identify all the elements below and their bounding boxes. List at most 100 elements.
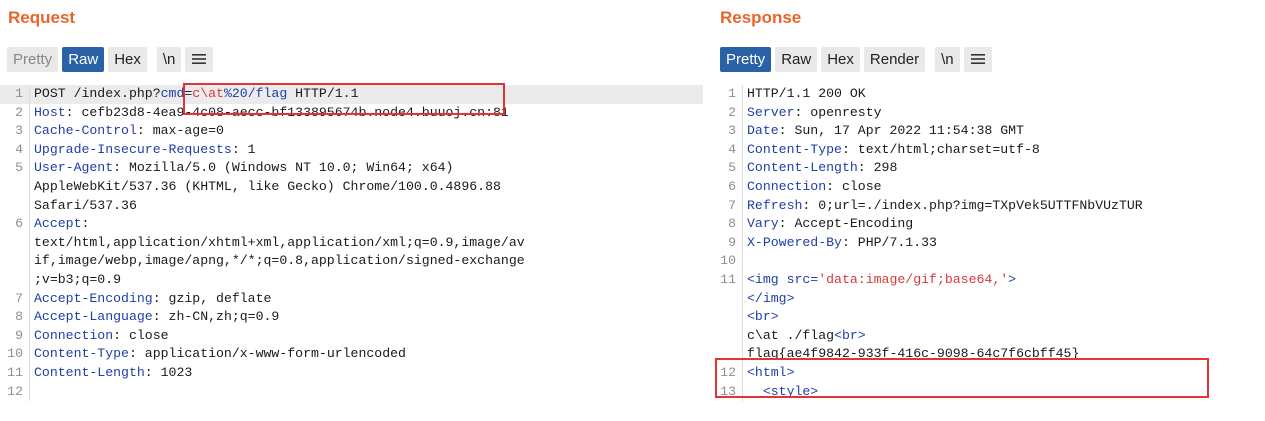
- code-text: Connection: close: [743, 178, 882, 197]
- code-token: : Accept-Encoding: [778, 216, 914, 232]
- response-tab-pretty[interactable]: Pretty: [720, 47, 772, 72]
- code-text: Accept:: [30, 215, 89, 234]
- code-text: </img>: [743, 290, 794, 309]
- code-token: <img src=: [747, 271, 819, 287]
- code-line: if,image/webp,image/apng,*/*;q=0.8,appli…: [0, 252, 703, 271]
- code-token: : max-age=0: [136, 123, 224, 139]
- code-token: Vary: [747, 216, 779, 232]
- line-number: [713, 345, 743, 364]
- request-tab-raw[interactable]: Raw: [62, 47, 105, 72]
- line-number: 8: [0, 308, 30, 327]
- code-line: AppleWebKit/537.36 (KHTML, like Gecko) C…: [0, 177, 703, 197]
- code-token: POST /index.php?: [34, 86, 161, 101]
- code-token: Cache-Control: [34, 123, 137, 139]
- code-token: >: [1008, 271, 1017, 287]
- code-line: c\at ./flag<br>: [713, 326, 1265, 346]
- code-token: <br>: [834, 327, 866, 343]
- line-number: 11: [713, 270, 743, 290]
- line-number: [0, 252, 30, 271]
- line-number: 7: [713, 196, 743, 216]
- code-text: flag{ae4f9842-933f-416c-9098-64c7f6cbff4…: [743, 345, 1079, 364]
- response-menu-button[interactable]: [963, 47, 992, 72]
- code-text: Date: Sun, 17 Apr 2022 11:54:38 GMT: [743, 122, 1024, 141]
- code-token: ;v=b3;q=0.9: [34, 271, 122, 287]
- code-token: : gzip, deflate: [152, 290, 272, 306]
- code-token: <style>: [747, 383, 819, 399]
- code-token: :: [81, 216, 90, 232]
- line-number: [0, 270, 30, 290]
- code-text: Accept-Encoding: gzip, deflate: [30, 290, 271, 309]
- response-tab-render[interactable]: Render: [863, 47, 926, 72]
- line-number: 1: [0, 85, 30, 104]
- line-number: 10: [713, 252, 743, 271]
- response-tab-raw[interactable]: Raw: [775, 47, 818, 72]
- code-line: text/html,application/xhtml+xml,applicat…: [0, 233, 703, 253]
- line-number: 2: [713, 103, 743, 123]
- code-token: Host: [34, 104, 66, 120]
- code-token: Safari/537.36: [34, 197, 137, 213]
- code-text: Content-Length: 1023: [30, 364, 192, 383]
- code-text: Safari/537.36: [30, 197, 137, 216]
- code-token: Server: [747, 104, 795, 120]
- line-number: 9: [713, 233, 743, 253]
- code-text: if,image/webp,image/apng,*/*;q=0.8,appli…: [30, 252, 525, 271]
- code-text: Connection: close: [30, 327, 169, 346]
- code-token: </img>: [747, 290, 795, 306]
- code-text: [743, 252, 747, 271]
- code-text: <img src='data:image/gif;base64,'>: [743, 271, 1016, 290]
- request-tab-hex[interactable]: Hex: [108, 47, 147, 72]
- code-token: Content-Length: [747, 160, 858, 176]
- code-text: Vary: Accept-Encoding: [743, 215, 913, 234]
- line-number: 1: [713, 85, 743, 104]
- code-token: Content-Type: [34, 346, 129, 362]
- hamburger-menu-icon: [192, 54, 207, 64]
- request-tab-newline[interactable]: \n: [156, 47, 182, 72]
- request-menu-button[interactable]: [185, 47, 214, 72]
- code-text: HTTP/1.1 200 OK: [743, 85, 866, 104]
- code-token: Refresh: [747, 197, 803, 213]
- code-text: Upgrade-Insecure-Requests: 1: [30, 141, 256, 160]
- code-token: AppleWebKit/537.36 (KHTML, like Gecko) C…: [34, 178, 501, 194]
- code-token: 'data:image/gif;base64,': [818, 271, 1009, 287]
- line-number: 9: [0, 326, 30, 346]
- response-title: Response: [720, 8, 802, 27]
- code-text: <html>: [743, 364, 794, 383]
- response-tab-newline[interactable]: \n: [935, 47, 960, 72]
- line-number: [0, 233, 30, 253]
- request-title: Request: [8, 8, 76, 27]
- code-token: Connection: [747, 178, 827, 194]
- code-token: : 0;url=./index.php?img=TXpVek5UTTFNbVUz…: [802, 197, 1143, 213]
- response-tab-hex[interactable]: Hex: [821, 47, 860, 72]
- code-token: Accept-Encoding: [34, 290, 153, 306]
- request-tab-pretty[interactable]: Pretty: [7, 47, 59, 72]
- code-text: X-Powered-By: PHP/7.1.33: [743, 234, 937, 253]
- code-token: cmd: [160, 86, 185, 101]
- code-text: ;v=b3;q=0.9: [30, 271, 121, 290]
- code-text: text/html,application/xhtml+xml,applicat…: [30, 234, 525, 253]
- code-token: : zh-CN,zh;q=0.9: [152, 309, 280, 325]
- code-text: [30, 383, 34, 402]
- line-number: 13: [713, 382, 743, 402]
- code-token: text/html,application/xhtml+xml,applicat…: [34, 234, 525, 250]
- line-number: [713, 308, 743, 327]
- code-text: Refresh: 0;url=./index.php?img=TXpVek5UT…: [743, 197, 1143, 216]
- code-token: Accept-Language: [34, 309, 153, 325]
- code-text: <style>: [743, 383, 818, 402]
- code-token: : cefb23d8-4ea9-4c08-aecc-bf133895674b.n…: [65, 104, 509, 120]
- code-text: AppleWebKit/537.36 (KHTML, like Gecko) C…: [30, 178, 501, 197]
- line-number: 4: [0, 140, 30, 160]
- line-number: 12: [0, 382, 30, 402]
- code-token: Upgrade-Insecure-Requests: [34, 141, 232, 157]
- code-token: c\at ./flag: [747, 327, 835, 343]
